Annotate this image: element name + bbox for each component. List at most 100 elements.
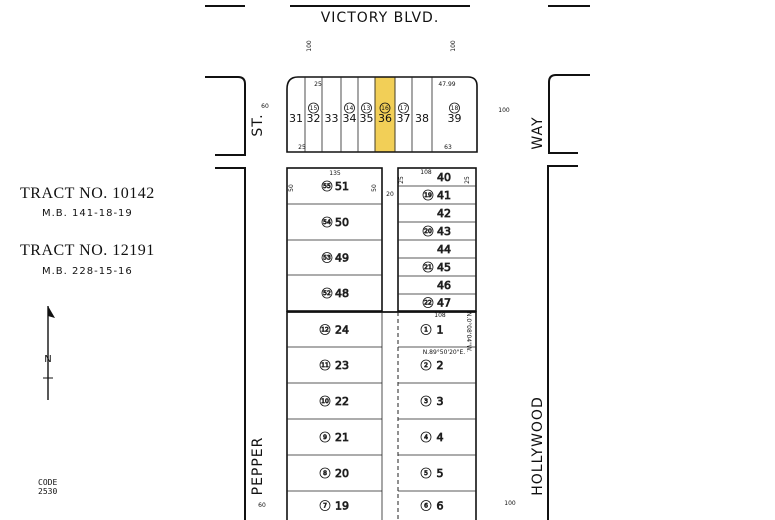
top-parcel-marker: 17 [398, 102, 409, 114]
parcel-circle [344, 102, 355, 114]
parcel-circle [319, 359, 331, 371]
right-lower-lot-4[interactable]: 4 [436, 431, 444, 445]
dim-left-width-2: 50 [371, 184, 378, 192]
top-parcel-marker: 15 [308, 102, 319, 114]
right-lower-parcel-marker: 2 [420, 359, 432, 371]
left-lower-parcel-marker: 12 [319, 324, 331, 335]
tract-title-2: TRACT NO. 12191 [20, 242, 155, 259]
tract-ref-1: M.B. 141-18-19 [42, 208, 133, 219]
parcel-number: 3 [424, 398, 428, 405]
street-label-pepper: PEPPER [250, 437, 266, 496]
right-lower-lot-1[interactable]: 1 [436, 323, 444, 337]
right-upper-parcel-marker: 19 [422, 189, 434, 201]
code-label: CODE [38, 478, 58, 487]
dim-top-front: 25 [314, 81, 322, 88]
top-lot-36[interactable]: 36 [378, 112, 392, 125]
right-upper-lot-43[interactable]: 43 [437, 225, 452, 239]
left-upper-lot-51[interactable]: 51 [335, 180, 350, 194]
right-upper-lot-45[interactable]: 45 [437, 261, 452, 275]
left-lower-lot-22[interactable]: 22 [335, 395, 350, 409]
right-upper-lot-47[interactable]: 47 [437, 296, 452, 310]
dim-victory-right: 100 [450, 40, 457, 52]
right-upper-lot-41[interactable]: 41 [437, 189, 452, 203]
bearing-label-2: N.89°50'20"E. [423, 349, 466, 356]
right-upper-parcel-marker: 21 [422, 261, 434, 273]
parcel-circle [319, 395, 331, 407]
code-value: 2530 [38, 487, 58, 496]
parcel-number: 1 [424, 327, 428, 334]
top-lot-31[interactable]: 31 [289, 112, 303, 125]
dim-top-rear-left: 25 [298, 144, 306, 151]
tract-ref-2: M.B. 228-15-16 [42, 266, 133, 277]
left-upper-parcel-marker: 54 [321, 216, 333, 228]
parcel-circle [361, 102, 372, 114]
parcel-circle [308, 102, 319, 114]
left-upper-lot-49[interactable]: 49 [335, 251, 350, 265]
top-parcel-marker: 13 [361, 102, 372, 114]
top-lot-37[interactable]: 37 [397, 112, 411, 125]
parcel-circle [422, 261, 434, 273]
top-lot-32[interactable]: 32 [307, 112, 321, 125]
right-lower-lot-6[interactable]: 6 [436, 499, 444, 513]
parcel-circle [398, 102, 409, 114]
right-upper-lot-44[interactable]: 44 [437, 243, 452, 257]
parcel-number: 21 [424, 264, 432, 271]
parcel-circle [420, 431, 432, 443]
right-upper-lot-46[interactable]: 46 [437, 279, 452, 293]
right-lower-lot-5[interactable]: 5 [436, 467, 444, 481]
parcel-circle [319, 431, 331, 443]
parcel-circle [319, 500, 331, 511]
street-label-st: ST. [250, 113, 266, 136]
street-label-hollywood: HOLLYWOOD [530, 396, 546, 496]
right-upper-lot-40[interactable]: 40 [437, 171, 452, 185]
parcel-number: 2 [424, 362, 428, 369]
parcel-number: 53 [323, 255, 331, 262]
dim-top-rear: 63 [444, 144, 452, 151]
right-lower-lot-3[interactable]: 3 [436, 395, 444, 409]
left-lower-lot-23[interactable]: 23 [335, 359, 350, 373]
dim-lot-depth: 135 [329, 170, 341, 177]
dim-lower-right-depth: 108 [434, 312, 446, 319]
parcel-circle [420, 500, 432, 511]
right-upper-lot-42[interactable]: 42 [437, 207, 452, 221]
left-upper-parcel-marker: 53 [321, 252, 333, 263]
parcel-circle [420, 467, 432, 479]
parcel-number: 7 [323, 503, 327, 510]
street-label-victory: VICTORY BLVD. [321, 10, 440, 26]
parcel-number: 6 [424, 503, 428, 510]
top-parcel-marker: 14 [344, 102, 355, 114]
parcel-number: 10 [321, 398, 329, 405]
left-lower-lot-20[interactable]: 20 [335, 467, 350, 481]
parcel-number: 15 [310, 105, 318, 112]
left-lower-parcel-marker: 11 [319, 359, 331, 371]
dim-pepper-lower: 60 [258, 502, 266, 509]
dim-right-width: 25 [398, 176, 405, 184]
parcel-number: 12 [321, 327, 329, 334]
parcel-circle [321, 287, 333, 299]
dim-hollywood-upper: 100 [498, 107, 510, 114]
top-lot-34[interactable]: 34 [343, 112, 357, 125]
left-upper-lot-50[interactable]: 50 [335, 216, 350, 230]
left-lower-parcel-marker: 7 [319, 500, 331, 511]
top-lot-35[interactable]: 35 [360, 112, 374, 125]
right-upper-parcel-marker: 22 [422, 297, 434, 308]
tract-title-1: TRACT NO. 10142 [20, 185, 155, 202]
right-lower-lot-2[interactable]: 2 [436, 359, 444, 373]
parcel-number: 20 [424, 228, 432, 235]
left-lower-lot-24[interactable]: 24 [335, 323, 350, 337]
north-arrow-label: N [44, 354, 51, 365]
dim-right-depth: 108 [420, 169, 432, 176]
dim-alley: 20 [386, 191, 394, 198]
left-lower-lot-19[interactable]: 19 [335, 499, 350, 513]
top-lot-39[interactable]: 39 [448, 112, 462, 125]
left-lower-lot-21[interactable]: 21 [335, 431, 350, 445]
bearing-label-1: N.0°08'04"W. [465, 312, 472, 352]
parcel-circle [422, 297, 434, 308]
top-lot-38[interactable]: 38 [415, 112, 429, 125]
top-lot-33[interactable]: 33 [325, 112, 339, 125]
left-upper-lot-48[interactable]: 48 [335, 287, 350, 301]
parcel-number: 11 [321, 362, 329, 369]
dim-right-width-2: 25 [464, 176, 471, 184]
parcel-circle [321, 216, 333, 228]
